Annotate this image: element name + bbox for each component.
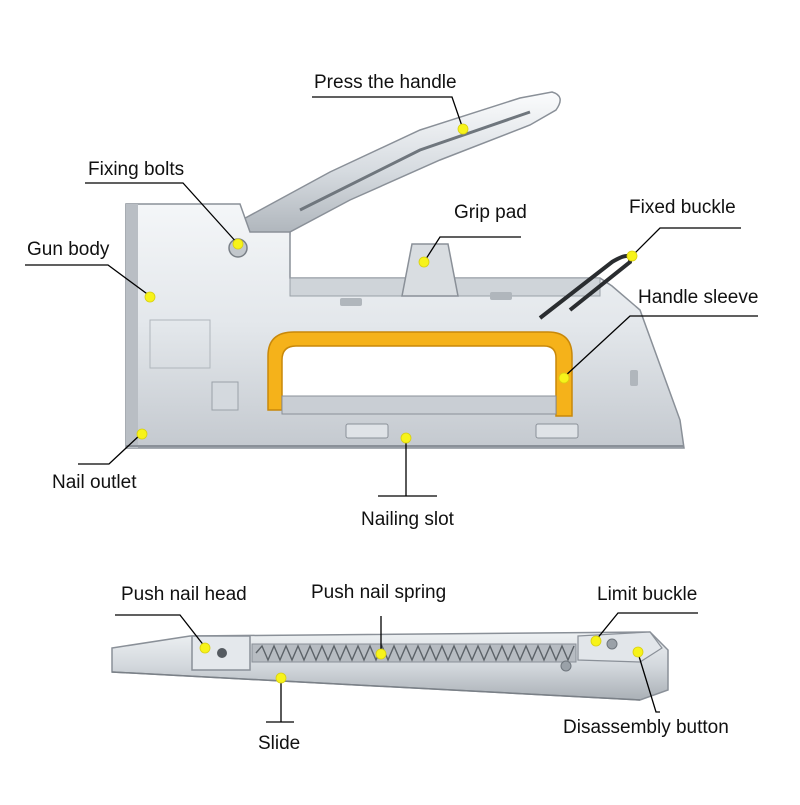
press-handle — [236, 91, 561, 269]
push-nail-head-hole — [217, 648, 227, 658]
handle-sleeve — [267, 331, 573, 417]
marker-fixing-bolts — [232, 238, 244, 250]
marker-limit-buckle — [590, 635, 602, 647]
marker-slide — [275, 672, 287, 684]
label-gun-body: Gun body — [27, 239, 110, 260]
markers — [136, 123, 644, 684]
leader-nail-outlet — [78, 433, 142, 465]
label-slide: Slide — [258, 733, 301, 754]
label-push-nail-spring: Push nail spring — [311, 582, 447, 603]
label-limit-buckle: Limit buckle — [597, 584, 698, 605]
marker-disassembly-button — [632, 646, 644, 658]
body-slot — [490, 292, 512, 300]
label-nailing-slot: Nailing slot — [361, 509, 454, 530]
slide-rivet — [560, 660, 572, 672]
leader-gun-body — [25, 264, 151, 297]
staple-gun — [125, 91, 685, 449]
leader-lines — [25, 96, 758, 723]
front-plate-edge — [126, 204, 138, 448]
rear-slot — [535, 423, 579, 439]
label-press-handle: Press the handle — [314, 72, 457, 93]
limit-buckle-rivet — [606, 638, 618, 650]
stamp-area — [149, 319, 211, 369]
stamp-tab — [211, 381, 239, 411]
leader-handle-sleeve — [563, 315, 758, 378]
label-grip-pad: Grip pad — [454, 202, 527, 223]
handle-groove — [299, 110, 531, 212]
marker-press-handle — [457, 123, 469, 135]
push-nail-spring — [255, 644, 575, 662]
slide-assembly — [111, 631, 669, 701]
marker-handle-sleeve — [558, 372, 570, 384]
leader-press-handle — [312, 96, 464, 130]
body-slot — [630, 370, 638, 386]
label-fixing-bolts: Fixing bolts — [88, 159, 185, 180]
label-disassembly-button: Disassembly button — [563, 717, 729, 738]
leader-fixing-bolts — [85, 182, 239, 245]
handle-opening — [276, 338, 562, 410]
label-handle-sleeve: Handle sleeve — [638, 287, 759, 308]
grip-pad — [401, 243, 459, 297]
lower-handle-bar — [281, 395, 557, 415]
marker-nailing-slot — [400, 432, 412, 444]
marker-push-nail-head — [199, 642, 211, 654]
label-nail-outlet: Nail outlet — [52, 472, 137, 493]
slide-bottom-edge — [111, 671, 641, 701]
nailing-slot — [345, 423, 389, 439]
leader-push-nail-head — [115, 614, 206, 648]
leader-disassembly-button — [637, 652, 660, 713]
marker-gun-body — [144, 291, 156, 303]
label-push-nail-head: Push nail head — [121, 584, 247, 605]
marker-grip-pad — [418, 256, 430, 268]
marker-push-nail-spring — [375, 648, 387, 660]
leader-grip-pad — [423, 236, 521, 263]
fixed-buckle-wire — [538, 254, 633, 320]
body-slot — [340, 298, 362, 306]
marker-nail-outlet — [136, 428, 148, 440]
marker-fixed-buckle — [626, 250, 638, 262]
label-fixed-buckle: Fixed buckle — [629, 197, 736, 218]
leader-limit-buckle — [595, 612, 698, 641]
leader-fixed-buckle — [631, 227, 741, 257]
